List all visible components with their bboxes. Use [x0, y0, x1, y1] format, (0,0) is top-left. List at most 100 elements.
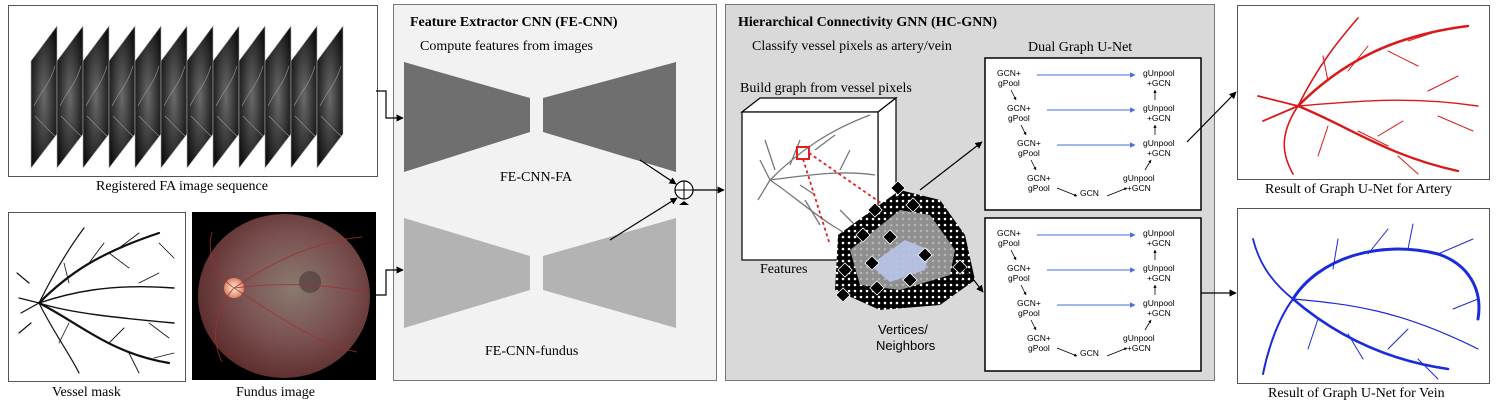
fundus-svg: [198, 214, 370, 378]
artery-result-image: [1237, 5, 1490, 180]
gcn-gpool-block-line2: gPool: [1018, 148, 1040, 158]
fa-frame: [160, 25, 188, 169]
fa-frame: [316, 25, 344, 169]
gcn-gpool-block-line1: GCN+: [1017, 138, 1041, 148]
hc-gnn-title: Hierarchical Connectivity GNN (HC-GNN): [738, 15, 998, 30]
fa-frame: [108, 25, 136, 169]
gcn-gpool-block: GCN+gPool: [1027, 333, 1051, 353]
gcn-gpool-block: GCN+gPool: [1007, 263, 1031, 283]
gunpool-gcn-block-line1: gUnpool: [1123, 333, 1155, 343]
neighbors-label: Neighbors: [876, 338, 936, 353]
fa-caption: Registered FA image sequence: [96, 179, 268, 194]
gunpool-gcn-block: gUnpool+GCN: [1123, 333, 1155, 353]
gunpool-gcn-block: gUnpool+GCN: [1143, 298, 1175, 318]
fa-frame: [212, 25, 240, 169]
build-graph-label: Build graph from vessel pixels: [740, 81, 912, 96]
vein-result-image: [1237, 208, 1490, 384]
fa-frame-vessels: [189, 65, 212, 137]
vessel-mask-svg: [16, 227, 175, 374]
gunpool-gcn-block: gUnpool+GCN: [1143, 263, 1175, 283]
fundus-image: [192, 212, 376, 380]
fa-frame-vessels: [215, 65, 238, 137]
fa-frame-vessels: [267, 65, 290, 137]
fa-frame: [82, 25, 110, 169]
gcn-gpool-block-line1: GCN+: [1007, 103, 1031, 113]
gunpool-gcn-block-line2: +GCN: [1146, 113, 1171, 123]
fe-cnn-panel: [393, 4, 717, 381]
artery-caption: Result of Graph U-Net for Artery: [1265, 182, 1453, 197]
unet-title: Dual Graph U-Net: [1028, 40, 1133, 55]
gunpool-gcn-block: gUnpool+GCN: [1143, 103, 1175, 123]
gunpool-gcn-block-line1: gUnpool: [1143, 298, 1175, 308]
fa-frame-vessels: [59, 65, 82, 137]
features-label: Features: [760, 262, 808, 277]
gcn-bottleneck: GCN: [1080, 348, 1099, 358]
gunpool-gcn-block-line2: +GCN: [1146, 308, 1171, 318]
fa-frame-vessels: [111, 65, 134, 137]
vessel-caption: Vessel mask: [52, 385, 121, 400]
fa-frame-vessels: [319, 65, 342, 137]
gcn-gpool-block: GCN+gPool: [1007, 103, 1031, 123]
gunpool-gcn-block-line2: +GCN: [1146, 148, 1171, 158]
gcn-gpool-block: GCN+gPool: [997, 68, 1021, 88]
gunpool-gcn-block: gUnpool+GCN: [1123, 173, 1155, 193]
gcn-gpool-block-line2: gPool: [1018, 308, 1040, 318]
fa-frame-vessels: [137, 65, 160, 137]
fa-frame-vessels: [241, 65, 264, 137]
gunpool-gcn-block-line2: +GCN: [1146, 238, 1171, 248]
gunpool-gcn-block-line2: +GCN: [1146, 273, 1171, 283]
gcn-gpool-block-line1: GCN+: [997, 68, 1021, 78]
vein-svg: [1252, 223, 1481, 380]
gunpool-gcn-block: gUnpool+GCN: [1143, 228, 1175, 248]
fa-frame-vessels: [33, 65, 56, 137]
gcn-bottleneck: GCN: [1080, 188, 1099, 198]
gcn-gpool-block-line2: gPool: [998, 78, 1020, 88]
fa-frame-vessels: [293, 65, 316, 137]
gunpool-gcn-block-line1: gUnpool: [1143, 68, 1175, 78]
hc-gnn-subtitle: Classify vessel pixels as artery/vein: [752, 39, 952, 54]
fe-cnn-subtitle: Compute features from images: [420, 39, 594, 54]
fa-frame: [30, 25, 58, 169]
gunpool-gcn-block-line1: gUnpool: [1123, 173, 1155, 183]
gcn-gpool-block: GCN+gPool: [1027, 173, 1051, 193]
fundus-caption: Fundus image: [236, 385, 315, 400]
fe-cnn-fa-label: FE-CNN-FA: [500, 170, 573, 185]
gunpool-gcn-block-line1: gUnpool: [1143, 138, 1175, 148]
gcn-gpool-block: GCN+gPool: [1017, 138, 1041, 158]
gcn-gpool-block-line1: GCN+: [1007, 263, 1031, 273]
gcn-gpool-block-line2: gPool: [1008, 273, 1030, 283]
gcn-gpool-block-line2: gPool: [1008, 113, 1030, 123]
gcn-gpool-block-line2: gPool: [998, 238, 1020, 248]
vessel-mask-image: [8, 212, 186, 382]
fa-frame-vessels: [85, 65, 108, 137]
gcn-gpool-block-line2: gPool: [1028, 183, 1050, 193]
gcn-gpool-block-line1: GCN+: [1017, 298, 1041, 308]
vein-caption: Result of Graph U-Net for Vein: [1268, 386, 1445, 401]
fa-image-stack: [8, 5, 378, 177]
gunpool-gcn-block-line1: gUnpool: [1143, 228, 1175, 238]
gunpool-gcn-block-line2: +GCN: [1126, 183, 1151, 193]
gcn-gpool-block-line1: GCN+: [997, 228, 1021, 238]
fa-frame: [238, 25, 266, 169]
vertices-label: Vertices/: [878, 322, 928, 337]
fa-frame: [56, 25, 84, 169]
gunpool-gcn-block-line1: gUnpool: [1143, 103, 1175, 113]
gcn-gpool-block: GCN+gPool: [1017, 298, 1041, 318]
gunpool-gcn-block-line1: gUnpool: [1143, 263, 1175, 273]
fa-frame: [186, 25, 214, 169]
gcn-gpool-block-line1: GCN+: [1027, 173, 1051, 183]
fe-cnn-fundus-label: FE-CNN-fundus: [485, 344, 579, 359]
gcn-gpool-block: GCN+gPool: [997, 228, 1021, 248]
fa-frame: [134, 25, 162, 169]
artery-svg: [1257, 17, 1479, 175]
fa-stack-svg: [30, 25, 344, 169]
gunpool-gcn-block-line2: +GCN: [1126, 343, 1151, 353]
gcn-gpool-block-line2: gPool: [1028, 343, 1050, 353]
fe-cnn-title: Feature Extractor CNN (FE-CNN): [410, 15, 618, 30]
gunpool-gcn-block: gUnpool+GCN: [1143, 138, 1175, 158]
fa-frame: [264, 25, 292, 169]
fa-frame-vessels: [163, 65, 186, 137]
gcn-gpool-block-line1: GCN+: [1027, 333, 1051, 343]
gunpool-gcn-block-line2: +GCN: [1146, 78, 1171, 88]
gunpool-gcn-block: gUnpool+GCN: [1143, 68, 1175, 88]
